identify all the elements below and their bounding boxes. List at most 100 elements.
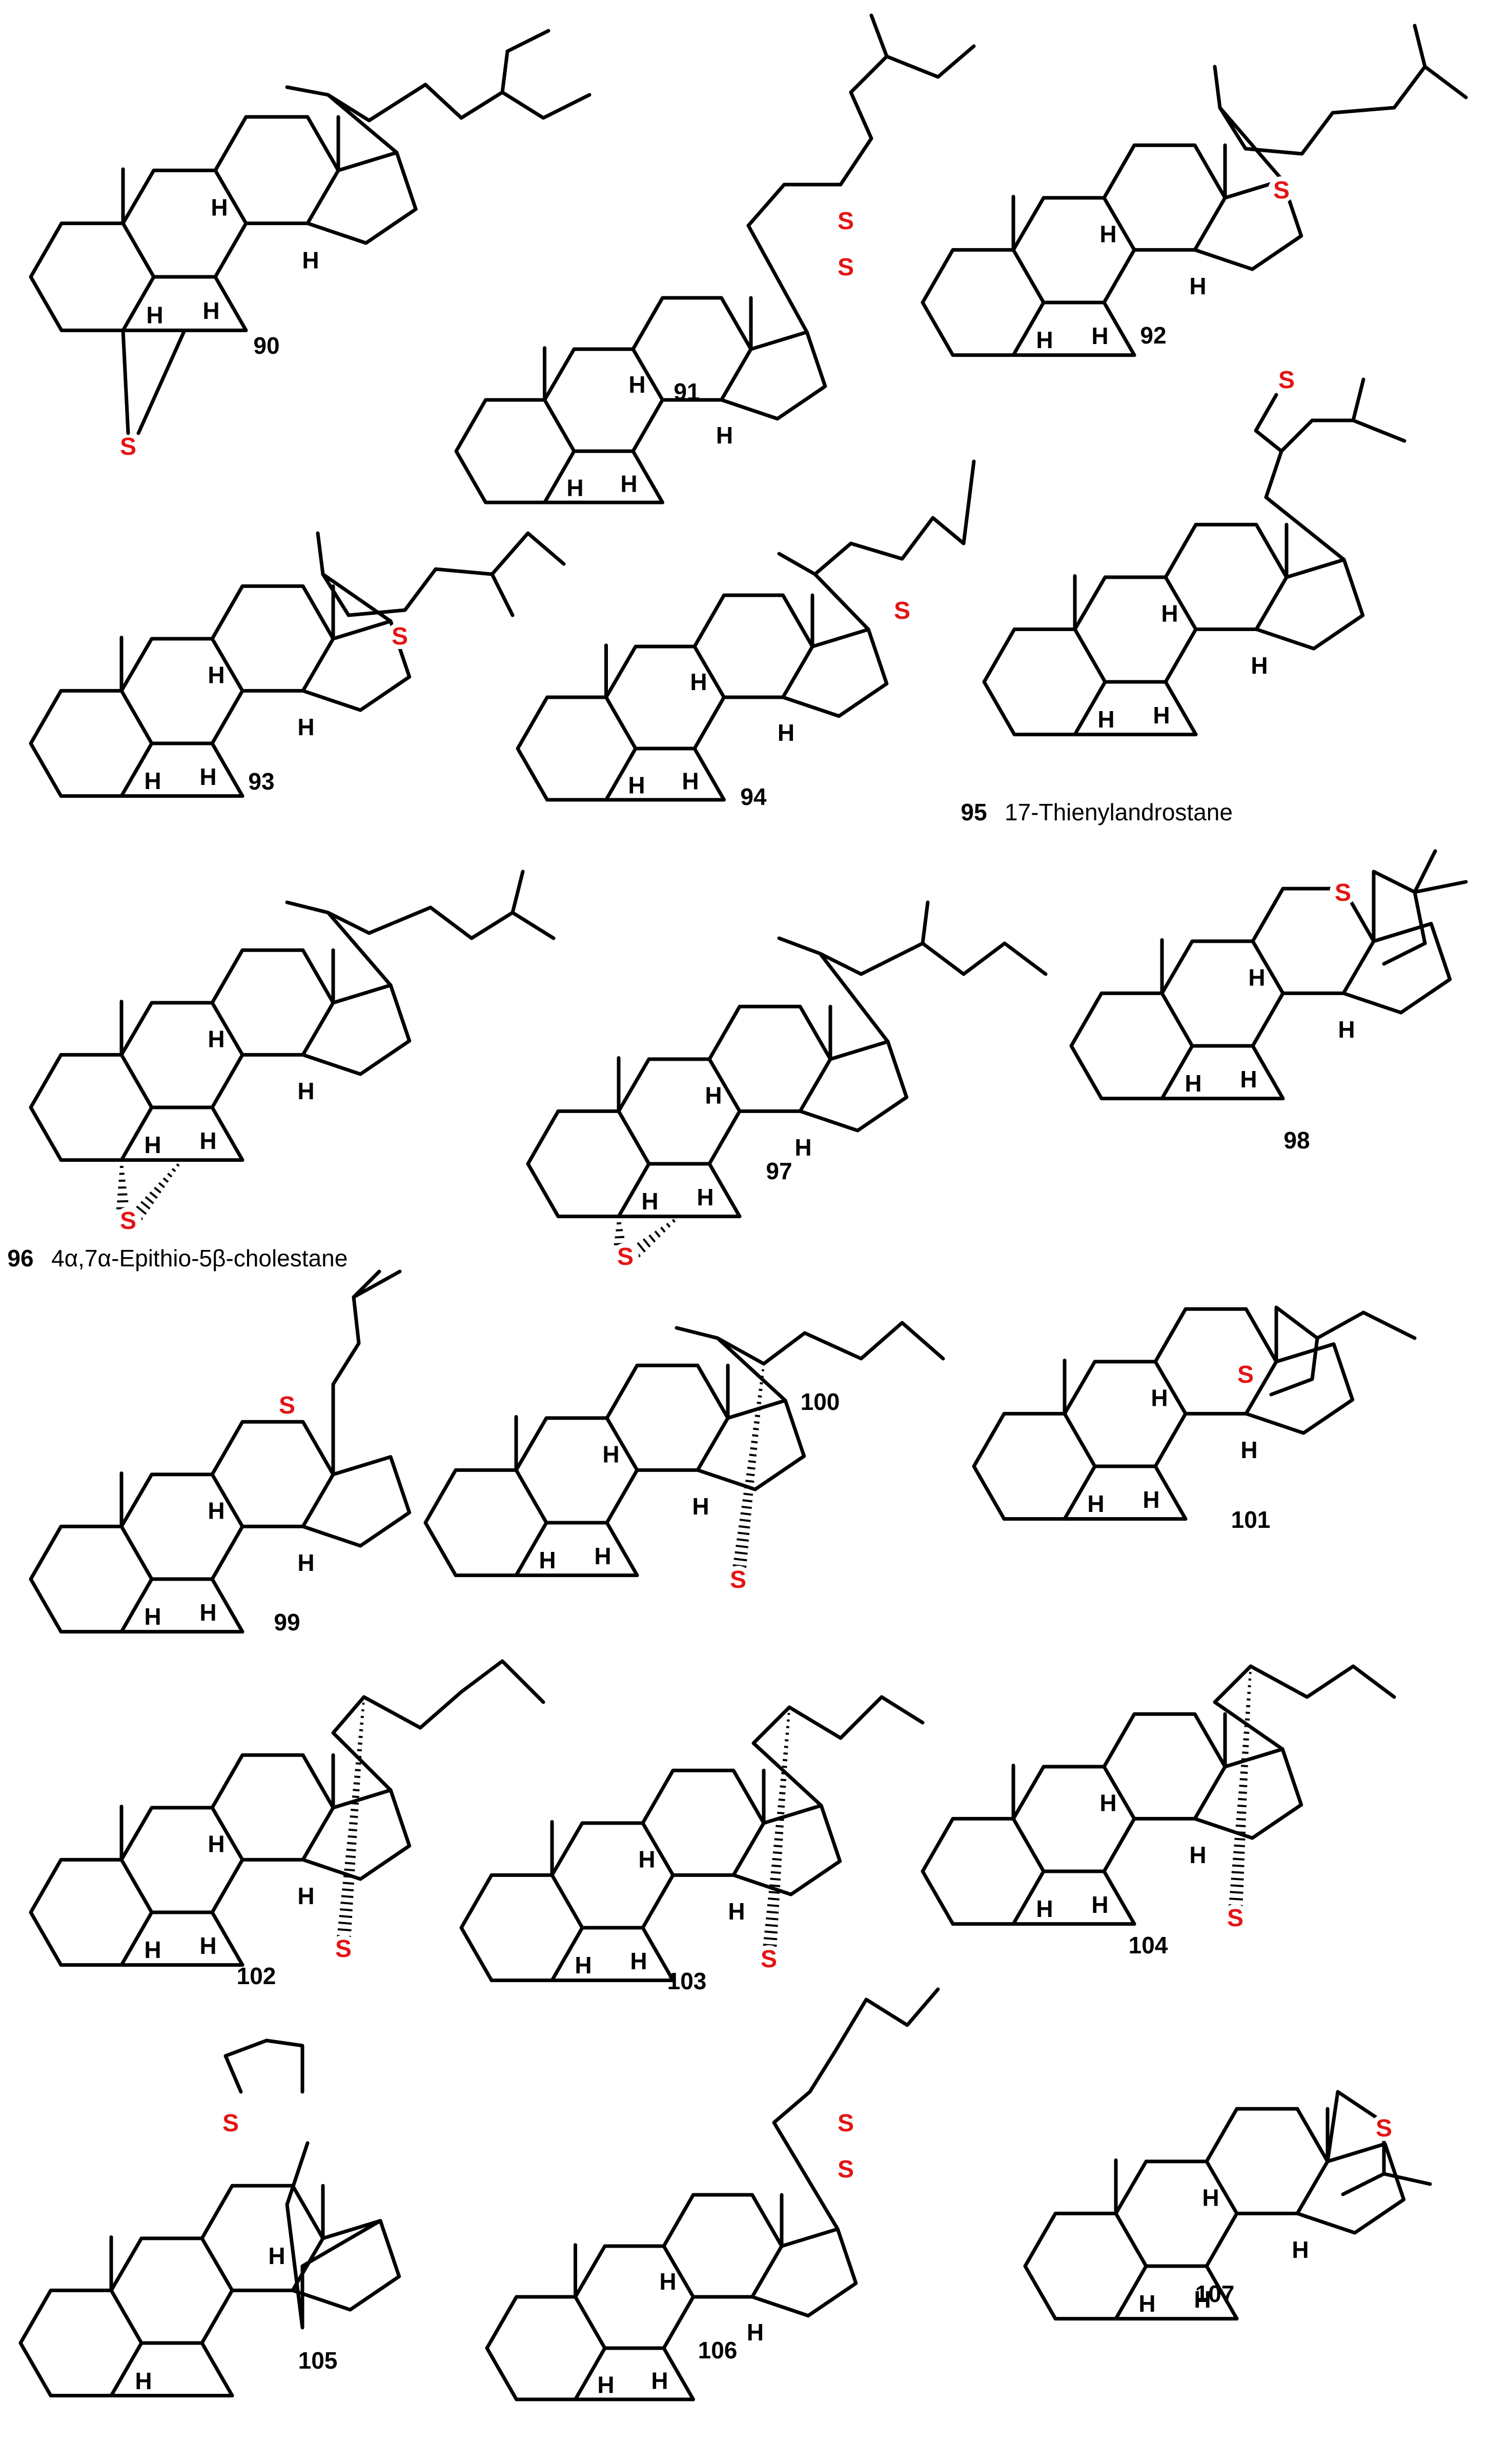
methyl: [1413, 24, 1427, 69]
ring-b: [617, 1162, 742, 1219]
side-chain: [772, 1987, 940, 2231]
compound-number: 93: [248, 768, 274, 795]
hydrogen-label: H: [1202, 2185, 1219, 2211]
ring-b-link: [514, 1416, 639, 1525]
ethyl: [1413, 849, 1437, 894]
compound-number: 104: [1129, 1932, 1168, 1958]
ring-d: [781, 628, 889, 718]
hash-stroke: [344, 1868, 355, 1872]
ring-c: [210, 948, 335, 1057]
hash-stroke: [349, 1822, 358, 1825]
hydrogen-label: H: [135, 2368, 152, 2394]
hydrogen-label: H: [1248, 964, 1265, 991]
hash-stroke: [1232, 1864, 1245, 1867]
sulfur-mask: [274, 1391, 300, 1418]
hash-stroke: [785, 1732, 789, 1735]
hydrogen-label: H: [297, 1078, 314, 1104]
hydrogen-label: H: [199, 1127, 216, 1154]
methyl: [316, 531, 325, 576]
hash-stroke: [753, 1421, 760, 1424]
ring-b: [543, 449, 664, 504]
sulfur-label: S: [335, 1935, 352, 1963]
sulfur-mask: [832, 253, 859, 280]
hydrogen-label: H: [1292, 2236, 1309, 2263]
ring-b-link: [617, 1057, 742, 1166]
hydrogen-label: H: [690, 669, 707, 695]
hash-stroke: [774, 1838, 783, 1841]
hydrogen-label: H: [146, 301, 163, 328]
methyl: [675, 1326, 720, 1340]
ring-b: [1073, 680, 1198, 737]
hash-stroke: [340, 1902, 353, 1905]
ring-d: [696, 1399, 806, 1491]
sulfur-label: S: [1227, 1905, 1243, 1932]
ring-a: [921, 1816, 1046, 1926]
sulfur-mask: [756, 1945, 782, 1972]
thio-bridge: [730, 1369, 765, 1581]
hash-stroke: [1231, 1871, 1245, 1874]
hash-stroke: [767, 1904, 780, 1907]
ring-b: [1011, 300, 1136, 357]
ring-b: [604, 746, 726, 802]
ring-b: [1011, 1869, 1136, 1926]
hydrogen-label: H: [539, 1547, 556, 1573]
compound-caption: 17-Thienylandrostane: [1005, 799, 1233, 825]
sulfur-label: S: [120, 1207, 136, 1235]
hash-stroke: [781, 1772, 787, 1775]
ring-b-link: [543, 347, 664, 453]
hash-stroke: [654, 1230, 661, 1238]
hydrogen-label: H: [728, 1898, 745, 1925]
methyl: [936, 44, 976, 79]
hash-stroke: [735, 1551, 748, 1555]
hash-stroke: [763, 1937, 778, 1941]
hydrogen-label: H: [1189, 273, 1206, 299]
hash-stroke: [736, 1544, 748, 1548]
thio-bridge: [1228, 1671, 1252, 1914]
hash-stroke: [745, 1480, 754, 1483]
sulfur-label: S: [617, 1243, 634, 1270]
hash-stroke: [746, 1473, 755, 1477]
ring-c: [1102, 143, 1227, 252]
sulfur-mask: [217, 2109, 244, 2136]
ring-a: [526, 1109, 651, 1219]
sulfur-label: S: [222, 2110, 239, 2137]
hash-stroke: [1239, 1778, 1248, 1781]
hydrogen-label: H: [651, 2367, 668, 2394]
sulfur-mask: [115, 433, 141, 459]
methyl: [285, 85, 330, 97]
hash-stroke: [637, 1242, 646, 1253]
hash-stroke: [782, 1759, 788, 1762]
ring-b: [550, 1926, 675, 1983]
side-chain: [746, 54, 940, 334]
compound-number: 106: [698, 2337, 738, 2364]
hash-stroke: [750, 1447, 758, 1450]
isopropyl: [1351, 418, 1406, 443]
ring-d: [301, 1788, 412, 1881]
thiane-ring: [223, 2038, 304, 2094]
ring-d: [720, 330, 827, 421]
ring-c: [1164, 522, 1289, 631]
hash-stroke: [740, 1512, 751, 1516]
hydrogen-label: H: [199, 1932, 216, 1959]
ring-b-link: [1011, 196, 1136, 305]
hydrogen-label: H: [692, 1493, 709, 1520]
hash-stroke: [1238, 1791, 1247, 1794]
ring-d: [1193, 1747, 1303, 1840]
hydrogen-label: H: [268, 2243, 285, 2269]
sulfur-mask: [1222, 1904, 1249, 1931]
ring-a: [29, 1524, 154, 1634]
compound-number: 107: [1195, 2280, 1235, 2307]
methyl: [1413, 880, 1468, 894]
hash-stroke: [171, 1168, 176, 1173]
hydrogen-label: H: [199, 763, 216, 790]
sulfur-label: S: [1273, 177, 1290, 204]
hash-stroke: [351, 1802, 359, 1805]
hash-stroke: [758, 1395, 762, 1398]
